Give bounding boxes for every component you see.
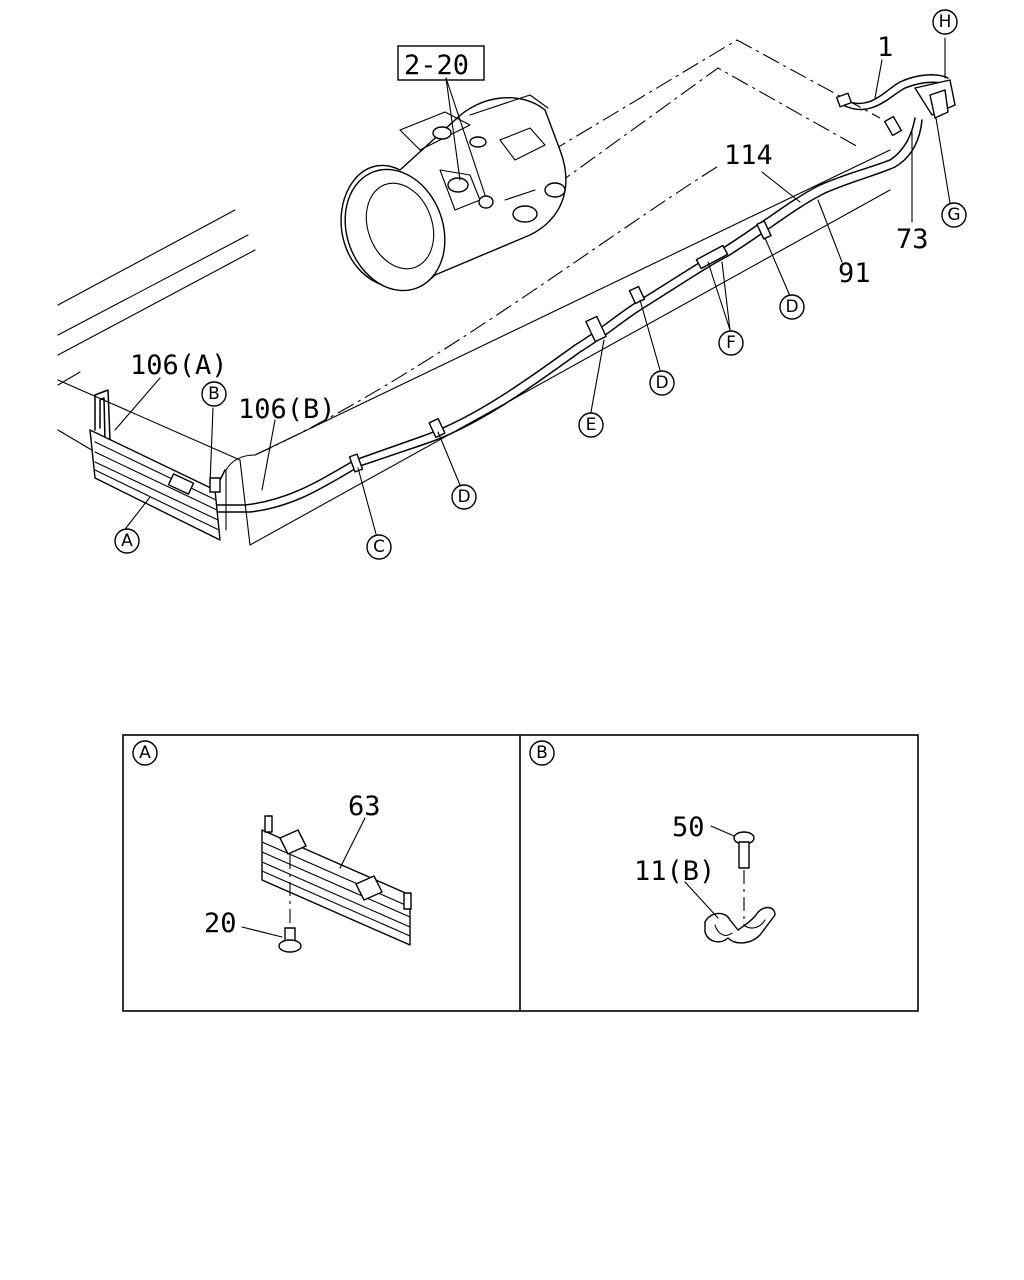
svg-text:H: H <box>939 12 952 32</box>
leader-lines <box>114 37 951 535</box>
label-11b: 11(B) <box>634 856 715 887</box>
callout-h: H <box>932 9 958 35</box>
detail-panels: A 63 20 <box>122 734 919 1012</box>
callouts: H G D F D E D C <box>114 9 967 560</box>
svg-text:B: B <box>208 384 220 404</box>
label-73: 73 <box>896 224 929 255</box>
callout-c: C <box>366 534 392 560</box>
svg-text:D: D <box>785 297 798 317</box>
detail-b-tag: B <box>529 740 555 766</box>
clamp-11b <box>684 881 776 944</box>
bolt-20 <box>241 855 302 953</box>
label-box-2-20 <box>397 45 485 81</box>
callout-d-2: D <box>649 370 675 396</box>
callout-e: E <box>578 412 604 438</box>
label-2-20: 2-20 <box>404 50 469 81</box>
label-1: 1 <box>877 32 893 63</box>
svg-text:G: G <box>947 205 960 225</box>
label-114: 114 <box>724 140 773 171</box>
frame-outline <box>57 149 891 546</box>
callout-a: A <box>114 528 140 554</box>
oil-cooler-63 <box>261 815 412 946</box>
callout-g: G <box>941 202 967 228</box>
part-labels: 2-20 1 114 73 91 106(A) 106(B) <box>130 32 929 425</box>
bolt-50 <box>710 825 755 925</box>
label-106a: 106(A) <box>130 350 228 381</box>
callout-f: F <box>718 330 744 356</box>
label-20: 20 <box>204 908 237 939</box>
line-clamps <box>348 79 956 473</box>
oil-cooler-main <box>89 429 221 541</box>
callout-b: B <box>201 381 227 407</box>
label-63: 63 <box>348 791 381 822</box>
svg-text:D: D <box>457 487 470 507</box>
svg-text:A: A <box>121 531 133 551</box>
svg-text:B: B <box>536 743 548 763</box>
transmission-assembly <box>340 94 567 292</box>
detail-a-tag: A <box>132 740 158 766</box>
callout-d-1: D <box>779 294 805 320</box>
label-106b: 106(B) <box>238 394 336 425</box>
label-50: 50 <box>672 812 705 843</box>
svg-text:E: E <box>586 415 597 435</box>
label-91: 91 <box>838 258 871 289</box>
callout-d-3: D <box>451 484 477 510</box>
detail-a: A 63 20 <box>132 740 412 953</box>
svg-text:A: A <box>139 743 151 763</box>
svg-text:C: C <box>373 537 385 557</box>
svg-text:F: F <box>726 333 736 353</box>
detail-b: B 50 11(B) <box>529 740 776 944</box>
svg-text:D: D <box>655 373 668 393</box>
